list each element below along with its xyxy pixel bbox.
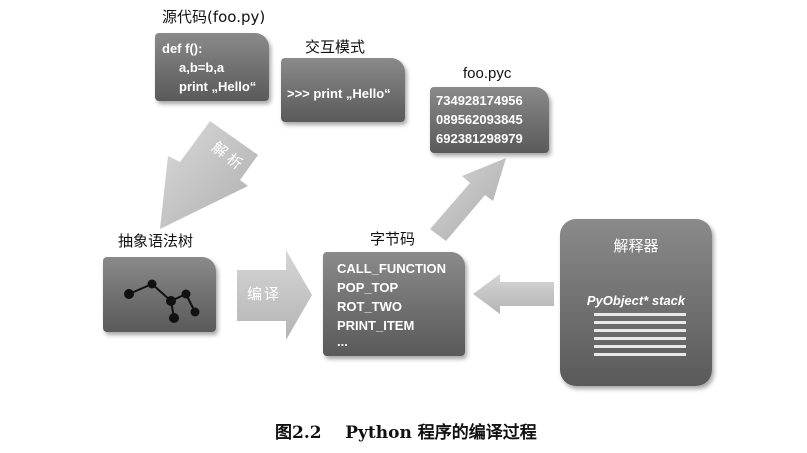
interpreter-title: 解释器 — [613, 237, 659, 255]
interactive-title: 交互模式 — [305, 38, 366, 56]
pyc-line: 692381298979 — [436, 131, 523, 146]
pyc-box: 734928174956 089562093845 692381298979 — [430, 87, 549, 153]
interpreter-to-bytecode-arrow — [473, 274, 554, 314]
bytecode-line: POP_TOP — [337, 280, 399, 295]
ast-title: 抽象语法树 — [118, 232, 194, 250]
pyc-title: foo.pyc — [463, 65, 512, 82]
source-line: a,b=b,a — [179, 60, 225, 75]
bytecode-line: PRINT_ITEM — [337, 318, 415, 333]
compile-arrow-label: 编译 — [247, 285, 282, 303]
bytecode-line: CALL_FUNCTION — [337, 261, 447, 276]
interactive-box: >>> print „Hello“ — [281, 58, 405, 122]
bytecode-box: CALL_FUNCTION POP_TOP ROT_TWO PRINT_ITEM… — [323, 252, 465, 356]
source-title: 源代码(foo.py) — [162, 8, 266, 26]
parse-arrow — [160, 121, 258, 229]
interactive-line: >>> print „Hello“ — [287, 86, 391, 101]
source-line: print „Hello“ — [179, 79, 257, 94]
ast-tree-icon — [124, 279, 200, 323]
source-line: def f(): — [162, 41, 203, 56]
interpreter-box: 解释器 PyObject* stack — [560, 219, 712, 386]
stack-label: PyObject* stack — [586, 293, 686, 308]
pyc-line: 089562093845 — [436, 112, 523, 127]
pyc-line: 734928174956 — [436, 93, 523, 108]
stack-lines — [594, 313, 686, 356]
compile-arrow — [237, 250, 312, 340]
bytecode-title: 字节码 — [370, 230, 416, 248]
bytecode-to-pyc-arrow — [430, 158, 506, 241]
bytecode-line: ... — [337, 334, 348, 349]
figure-caption: 图2.2 Python 程序的编译过程 — [275, 423, 537, 443]
bytecode-line: ROT_TWO — [337, 299, 402, 314]
source-code-box: def f(): a,b=b,a print „Hello“ — [155, 33, 269, 101]
ast-box — [103, 257, 216, 332]
